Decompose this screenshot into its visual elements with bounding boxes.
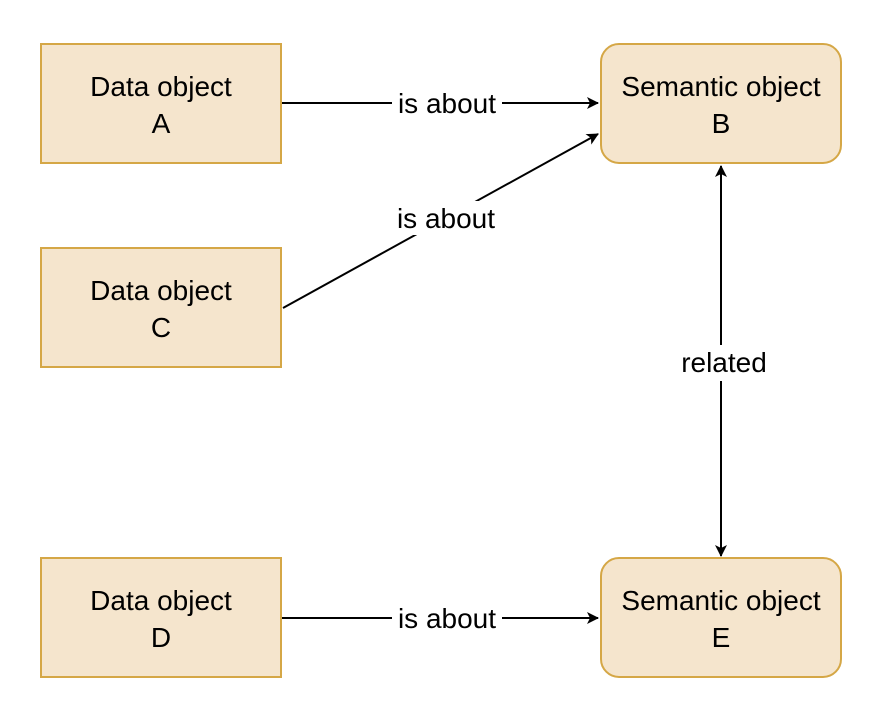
edge-c-to-b: is about [282,133,599,309]
node-c-title: Data object [90,275,232,306]
edge-b-to-e: related [672,165,770,557]
node-a-letter: A [152,108,171,139]
node-e-title: Semantic object [621,585,820,616]
edge-d-to-e: is about [281,601,599,635]
node-e-letter: E [712,622,731,653]
node-a-title: Data object [90,71,232,102]
edge-label-a-b: is about [398,88,496,119]
edge-label-b-e: related [681,347,767,378]
edge-label-d-e: is about [398,603,496,634]
node-b-title: Semantic object [621,71,820,102]
edge-a-to-b: is about [281,86,599,120]
edge-label-c-b: is about [397,203,495,234]
node-c-letter: C [151,312,171,343]
node-b-letter: B [712,108,731,139]
node-data-object-d[interactable]: Data object D [40,557,282,678]
node-semantic-object-b[interactable]: Semantic object B [600,43,842,164]
node-data-object-a[interactable]: Data object A [40,43,282,164]
node-data-object-c[interactable]: Data object C [40,247,282,368]
node-d-letter: D [151,622,171,653]
node-semantic-object-e[interactable]: Semantic object E [600,557,842,678]
node-d-title: Data object [90,585,232,616]
